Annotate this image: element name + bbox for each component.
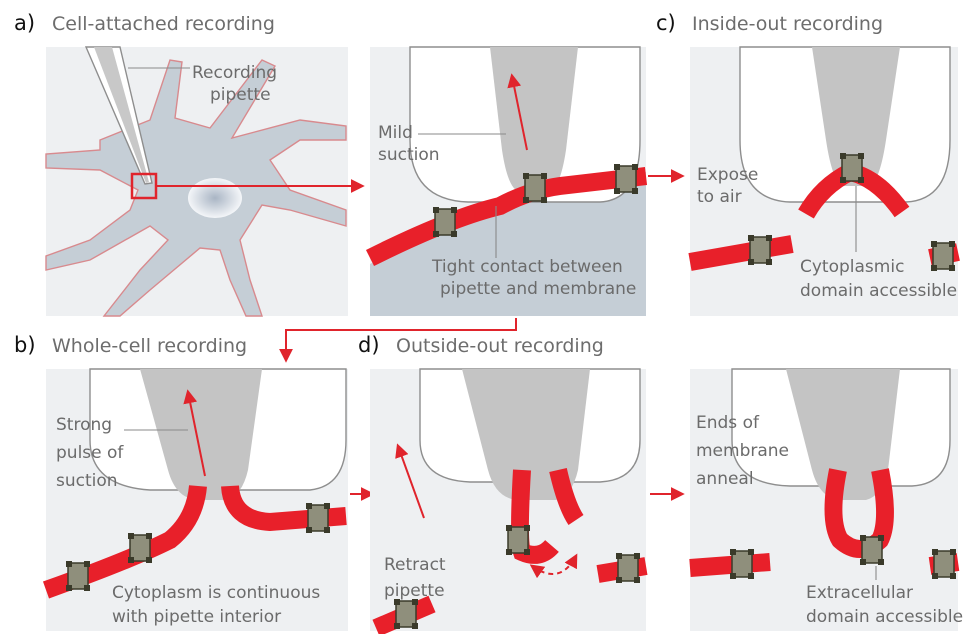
section-d-letter: d) xyxy=(358,333,380,357)
ion-channel xyxy=(616,553,640,583)
ion-channel xyxy=(66,561,90,591)
ion-channel xyxy=(730,549,754,579)
section-c-letter: c) xyxy=(656,11,676,35)
membrane-fragment xyxy=(690,562,770,568)
ion-channel xyxy=(128,533,152,563)
ends-label-2: membrane xyxy=(696,441,789,461)
cytoplasm-label-1: Cytoplasm is continuous xyxy=(112,583,320,603)
strong-pulse-label-2: pulse of xyxy=(56,443,124,463)
ion-channel xyxy=(840,153,864,183)
panel-whole-cell: Strong pulse of suction Cytoplasm is con… xyxy=(46,369,348,631)
ion-channel xyxy=(931,241,955,271)
ends-label-3: anneal xyxy=(696,469,754,489)
ion-channel xyxy=(523,173,547,203)
strong-pulse-label-1: Strong xyxy=(56,415,112,435)
section-a-title: Cell-attached recording xyxy=(52,13,275,35)
panel-cell-attached: Mild suction Tight contact between pipet… xyxy=(370,47,646,316)
expose-label-1: Expose xyxy=(697,165,758,185)
ion-channel xyxy=(860,535,884,565)
panel-neuron-overview: Recording pipette xyxy=(46,47,348,316)
ion-channel xyxy=(614,164,638,194)
retract-label-1: Retract xyxy=(384,555,446,575)
cytoplasmic-label-1: Cytoplasmic xyxy=(800,257,904,277)
panel-inside-out: Expose to air Cytoplasmic domain accessi… xyxy=(690,47,958,316)
section-c-title: Inside-out recording xyxy=(692,13,883,35)
ion-channel xyxy=(932,549,956,579)
ends-label-1: Ends of xyxy=(696,413,760,433)
strong-pulse-label-3: suction xyxy=(56,471,118,491)
tight-contact-label-2: pipette and membrane xyxy=(440,279,636,299)
ion-channel xyxy=(506,525,530,555)
section-d-title: Outside-out recording xyxy=(396,335,604,357)
cytoplasmic-label-2: domain accessible xyxy=(800,281,957,301)
recording-pipette-label-2: pipette xyxy=(210,85,271,105)
extracellular-label-1: Extracellular xyxy=(806,583,913,603)
ion-channel xyxy=(306,503,330,533)
ion-channel xyxy=(748,235,772,265)
expose-label-2: to air xyxy=(697,187,742,207)
panel-outside-out-forming: Retract pipette xyxy=(370,369,646,631)
cytoplasm-label-2: with pipette interior xyxy=(112,607,281,627)
section-b-title: Whole-cell recording xyxy=(52,335,247,357)
section-a-letter: a) xyxy=(14,11,35,35)
panel-outside-out-complete: Ends of membrane anneal Extracellular do… xyxy=(690,369,963,631)
section-b-letter: b) xyxy=(14,333,36,357)
tight-contact-label-1: Tight contact between xyxy=(431,257,623,277)
ion-channel xyxy=(394,599,418,629)
extracellular-label-2: domain accessible xyxy=(806,607,963,627)
mild-suction-label-1: Mild xyxy=(378,123,413,143)
mild-suction-label-2: suction xyxy=(378,145,440,165)
nucleus xyxy=(188,178,242,218)
retract-label-2: pipette xyxy=(384,581,445,601)
ion-channel xyxy=(433,207,457,237)
recording-pipette-label-1: Recording xyxy=(192,63,277,83)
